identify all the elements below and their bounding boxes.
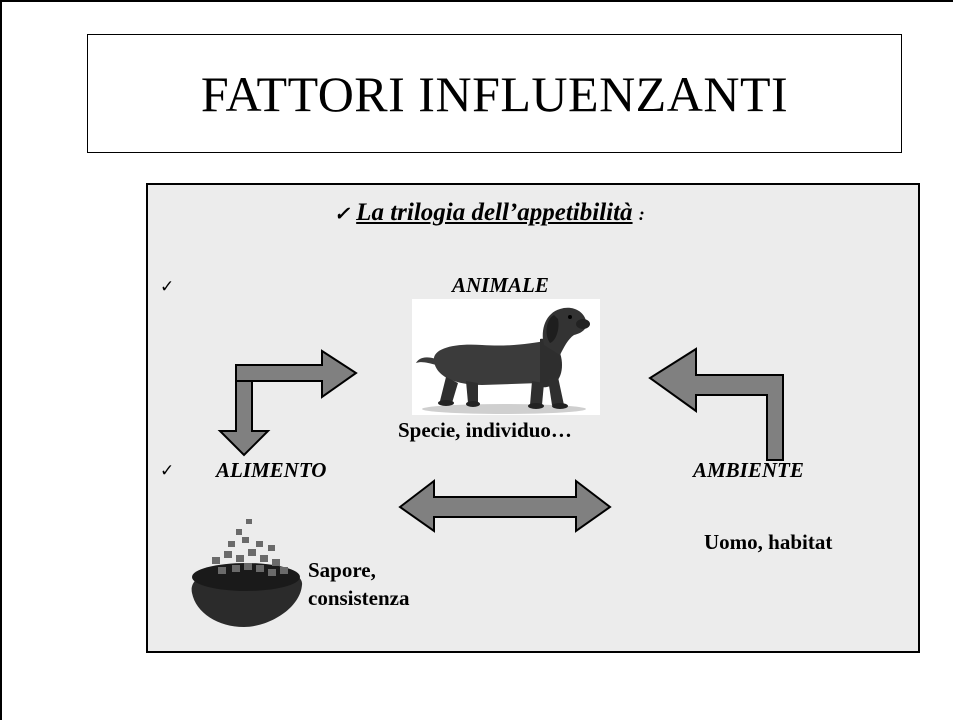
arrow-right-icon bbox=[235, 349, 358, 399]
heading-text: La trilogia dell’appetibilità bbox=[356, 199, 633, 226]
alimento-check-icon: ✓ bbox=[160, 461, 175, 480]
animale-check-icon: ✓ bbox=[160, 277, 175, 296]
content-panel: ✓ La trilogia dell’appetibilità : ✓ ANIM… bbox=[146, 183, 920, 653]
panel-heading: ✓ La trilogia dell’appetibilità : bbox=[334, 199, 645, 227]
dog-photo-icon bbox=[416, 307, 590, 414]
arrow-down-icon bbox=[217, 380, 271, 457]
arrow-left-elbow-icon bbox=[648, 347, 784, 461]
label-animale: ANIMALE bbox=[452, 273, 549, 297]
dog-photo bbox=[412, 299, 600, 415]
pet-food-bowl-icon bbox=[191, 519, 303, 627]
diagram-arrows bbox=[191, 347, 784, 627]
label-ambiente: AMBIENTE bbox=[693, 458, 804, 482]
heading-check-icon: ✓ bbox=[334, 204, 350, 225]
double-arrow-icon bbox=[398, 478, 612, 533]
ambiente-description: Uomo, habitat bbox=[704, 530, 833, 554]
label-alimento: ALIMENTO bbox=[216, 458, 327, 482]
title-box: FATTORI INFLUENZANTI bbox=[87, 34, 902, 153]
animale-description: Specie, individuo… bbox=[398, 418, 572, 442]
heading-colon: : bbox=[638, 204, 645, 224]
page-title: FATTORI INFLUENZANTI bbox=[200, 65, 789, 122]
alimento-description: Sapore, consistenza bbox=[308, 558, 410, 610]
